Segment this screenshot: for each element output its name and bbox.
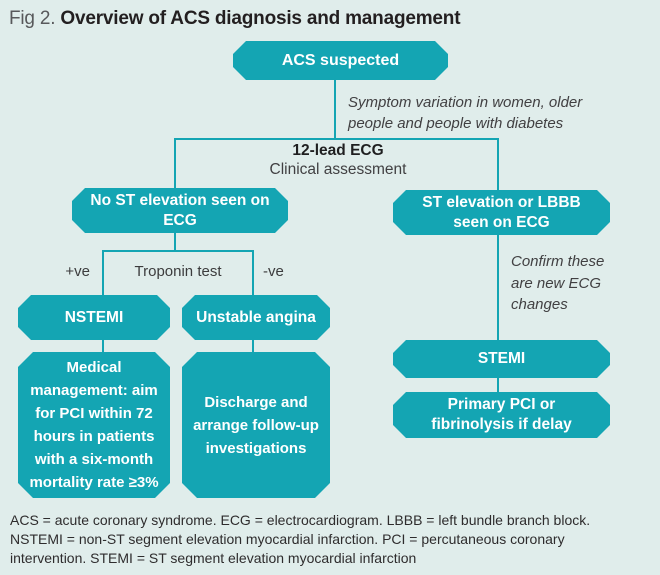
connector-stlbbb-stemi [497, 234, 499, 341]
connector-positive-drop [102, 250, 104, 296]
node-unstable-angina: Unstable angina [182, 295, 330, 340]
node-primary-pci-label: Primary PCI or fibrinolysis if delay [431, 396, 572, 433]
connector-root-vertical [334, 79, 336, 139]
ecg-label-bold: 12-lead ECG [292, 142, 384, 159]
node-nstemi: NSTEMI [18, 295, 170, 340]
node-medical-management-label: Medical management: aim for PCI within 7… [29, 359, 159, 491]
node-st-elevation-lbbb-label: ST elevation or LBBB seen on ECG [422, 193, 581, 231]
node-acs-suspected: ACS suspected [233, 41, 448, 80]
connector-branch1-horizontal [174, 138, 499, 140]
node-discharge-label: Discharge and arrange follow-up investig… [193, 393, 319, 457]
node-stemi: STEMI [393, 340, 610, 378]
node-medical-management: Medical management: aim for PCI within 7… [18, 352, 170, 498]
footnote-line-3: intervention. STEMI = ST segment elevati… [10, 550, 417, 566]
abbreviations-footnote: ACS = acute coronary syndrome. ECG = ele… [10, 511, 655, 568]
node-st-elevation-lbbb: ST elevation or LBBB seen on ECG [393, 190, 610, 235]
figure-title-text: Overview of ACS diagnosis and management [60, 8, 461, 29]
connector-nstemi-medical [102, 339, 104, 353]
figure-title: Fig 2. Overview of ACS diagnosis and man… [9, 8, 649, 30]
node-nstemi-label: NSTEMI [64, 308, 124, 326]
symptom-variation-note: Symptom variation in women, older people… [348, 94, 583, 132]
node-primary-pci: Primary PCI or fibrinolysis if delay [393, 392, 610, 438]
troponin-test-label: Troponin test [134, 263, 222, 280]
node-discharge: Discharge and arrange follow-up investig… [182, 352, 330, 498]
connector-stemi-pci [497, 376, 499, 393]
node-unstable-angina-label: Unstable angina [196, 308, 316, 326]
footnote-line-1: ACS = acute coronary syndrome. ECG = ele… [10, 512, 591, 528]
node-no-st-elevation: No ST elevation seen on ECG [72, 188, 288, 233]
troponin-negative-label: -ve [263, 263, 284, 280]
connector-negative-drop [252, 250, 254, 296]
connector-branch2-horizontal [102, 250, 254, 252]
connector-troponin-stem [174, 232, 176, 252]
ecg-assessment-label: 12-lead ECG Clinical assessment [238, 141, 438, 179]
connector-unstable-discharge [252, 339, 254, 353]
connector-right-drop [497, 138, 499, 192]
node-no-st-elevation-label: No ST elevation seen on ECG [90, 191, 270, 229]
node-stemi-label: STEMI [477, 350, 526, 367]
confirm-ecg-note: Confirm these are new ECG changes [511, 253, 605, 313]
footnote-line-2: NSTEMI = non-ST segment elevation myocar… [10, 531, 565, 547]
figure-number: Fig 2. [9, 8, 56, 29]
connector-left-drop [174, 138, 176, 190]
troponin-positive-label: +ve [65, 263, 90, 280]
ecg-label-sub: Clinical assessment [269, 161, 407, 178]
node-acs-suspected-label: ACS suspected [281, 51, 400, 69]
